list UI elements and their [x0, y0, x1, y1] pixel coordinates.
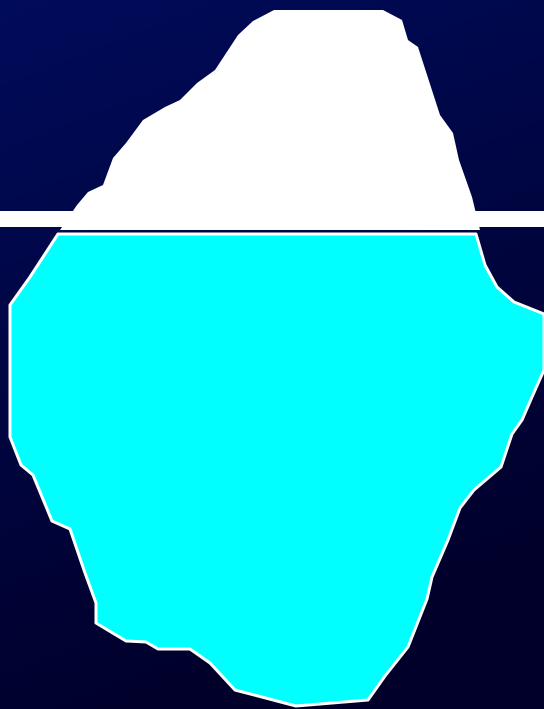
waterline: [0, 211, 544, 227]
